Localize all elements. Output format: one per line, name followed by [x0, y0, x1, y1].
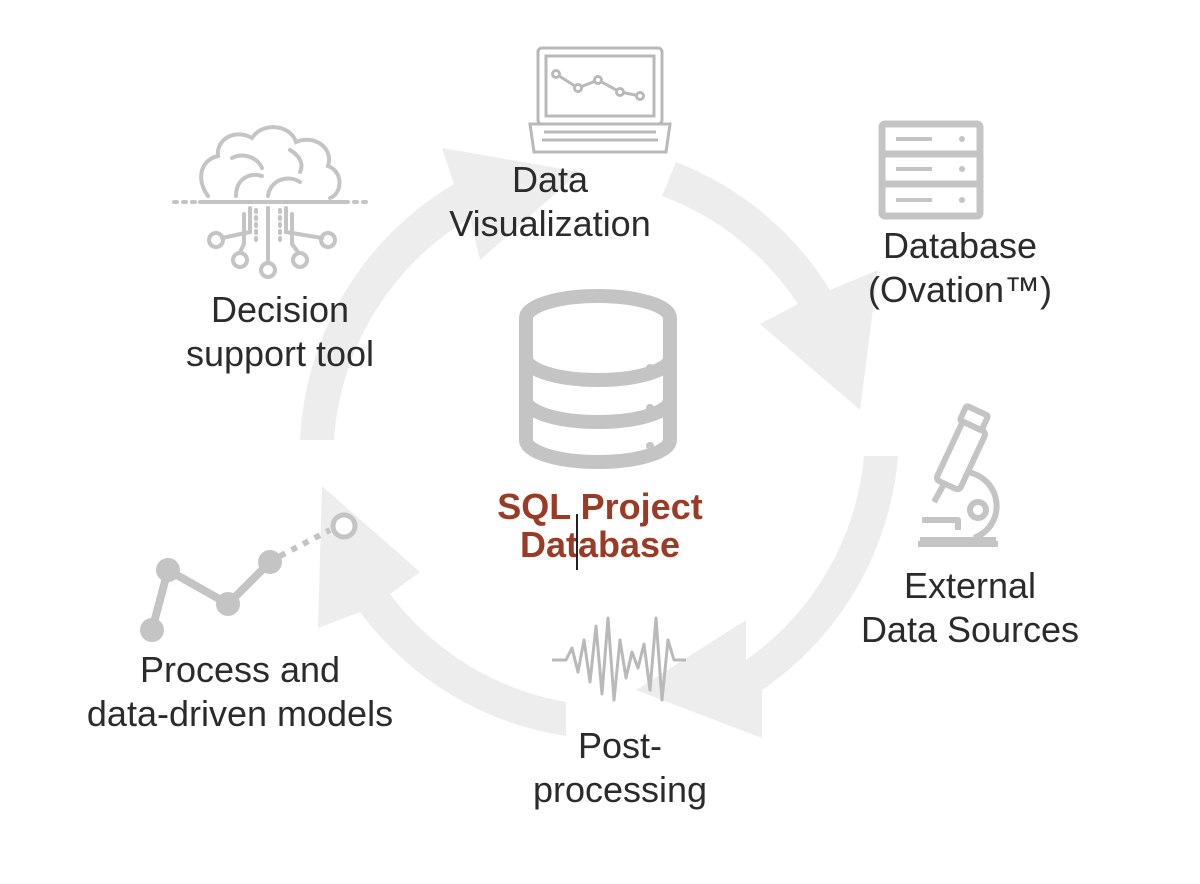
post-processing-line2: processing	[532, 769, 708, 810]
center-title-line2: Database	[519, 524, 681, 565]
process-models-line1: Process and	[139, 649, 341, 690]
node-process-models-label: Process and data-driven models	[30, 648, 450, 736]
line-graph-nodes-icon	[140, 512, 358, 642]
database-cylinder-icon	[519, 289, 677, 469]
external-data-sources-line1: External	[903, 565, 1037, 606]
cycle-arrow-right	[636, 456, 898, 738]
text-cursor	[576, 514, 578, 570]
node-database-ovation-label: Database (Ovation™)	[820, 224, 1100, 312]
cycle-arrow-top	[662, 162, 878, 410]
node-data-visualization-label: Data Visualization	[400, 158, 700, 246]
microscope-icon	[918, 403, 1000, 547]
center-database-label: SQL Project Database	[420, 488, 780, 564]
data-visualization-line1: Data	[511, 159, 589, 200]
center-title-line1: SQL Project	[497, 486, 703, 527]
external-data-sources-line2: Data Sources	[860, 609, 1080, 650]
decision-support-line2: support tool	[185, 333, 375, 374]
brain-circuit-icon	[172, 125, 374, 279]
cycle-arrow-left	[300, 148, 580, 440]
process-models-line2: data-driven models	[86, 693, 394, 734]
cycle-arrows	[300, 148, 898, 738]
database-ovation-line1: Database	[882, 225, 1038, 266]
node-external-data-sources-label: External Data Sources	[820, 564, 1120, 652]
node-post-processing-label: Post- processing	[480, 724, 760, 812]
laptop-chart-icon	[528, 46, 672, 154]
data-visualization-line2: Visualization	[449, 203, 651, 244]
server-rack-icon	[878, 120, 984, 220]
decision-support-line1: Decision	[210, 289, 350, 330]
node-decision-support-label: Decision support tool	[140, 288, 420, 376]
database-ovation-line2: (Ovation™)	[867, 269, 1053, 310]
post-processing-line1: Post-	[577, 725, 663, 766]
waveform-icon	[552, 616, 686, 702]
cycle-arrow-bottom	[318, 486, 566, 736]
